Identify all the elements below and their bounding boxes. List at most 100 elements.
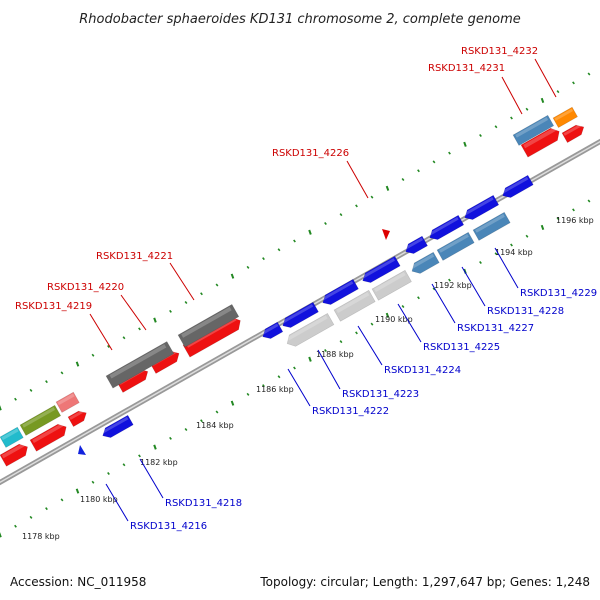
upper-tick-dot [540,97,545,103]
upper-tick-dot [370,195,374,199]
reverse-gene-sheen [362,258,395,279]
forward-gene-sheen [563,123,583,136]
lower-tick-dot [370,322,374,326]
upper-tick-dot [494,125,498,129]
forward-label-leader [169,262,195,301]
lower-tick-dot [448,278,451,282]
reverse-gene-label: RSKD131_4216 [130,521,207,532]
upper-tick-dot [510,116,513,120]
lower-tick-dot [479,261,482,265]
lower-tick-dot [153,444,157,450]
reverse-gene-steel-sheen [410,253,435,269]
forward-gene [67,410,87,427]
lower-tick-dot [14,524,17,528]
reverse-gene-sheen [322,281,354,301]
reverse-gene-steel [411,251,440,274]
reverse-label-leader [461,266,486,307]
forward-gene-orange-sheen [554,108,574,121]
lower-tick-dot [556,217,560,221]
lower-tick-dot [308,356,312,362]
forward-gene-orange [552,106,578,128]
tick-label-1182: 1182 kbp [140,458,178,467]
lower-tick-dot [262,384,265,388]
forward-gene-label: RSKD131_4226 [272,148,349,159]
reverse-gene-lightgrey-sheen [374,272,406,293]
forward-label-leader [534,58,557,98]
reverse-gene-sheen [429,217,459,236]
lower-tick-dot [122,463,126,467]
reverse-gene [429,214,465,240]
upper-tick-dot [138,327,141,331]
forward-gene-sheen [69,409,85,420]
forward-gene-grey [105,341,175,389]
lower-tick-dot [60,498,64,502]
reverse-gene [262,321,284,339]
upper-tick-dot [308,229,312,235]
reverse-label-leader [397,303,422,343]
forward-gene-sheen [1,442,26,459]
lower-tick-dot [572,208,575,212]
lower-tick-dot [75,488,80,494]
lower-tick-dot [510,243,513,247]
reverse-gene [405,235,428,254]
tick-label-1186: 1186 kbp [256,385,294,394]
gene-labels: RSKD131_4219RSKD131_4220RSKD131_4221RSKD… [15,46,597,532]
reverse-label-leader [139,458,164,499]
reverse-gene-label: RSKD131_4223 [342,389,419,400]
forward-gene-grey [177,304,240,348]
reverse-label-leader [105,483,129,522]
forward-label-leader [89,313,113,351]
forward-gene-steel [512,114,555,146]
upper-tick-dot [169,309,172,313]
lower-tick-dot [138,454,141,458]
upper-tick-dot [556,90,560,94]
reverse-gene [322,278,359,305]
lower-tick-dot [215,410,219,414]
reverse-label-leader [431,283,456,324]
reverse-gene-sheen [404,237,424,250]
forward-gene-grey-sheen [181,306,232,338]
tick-label-1178: 1178 kbp [22,532,60,541]
upper-tick-dot [417,169,420,173]
reverse-gene-steel [436,231,475,261]
upper-tick-dot [75,361,80,367]
upper-tick-dot [0,405,2,411]
reverse-gene [102,414,134,438]
forward-gene-label: RSKD131_4232 [461,46,538,57]
upper-tick-dot [91,353,95,357]
lower-tick-dot [587,199,591,203]
lower-tick-dot [0,532,2,538]
upper-tick-dot [448,151,451,155]
reverse-gene [362,255,401,283]
upper-tick-dot [107,344,110,348]
reverse-gene-label: RSKD131_4228 [487,306,564,317]
reverse-gene-lightgrey-sheen [336,292,370,313]
forward-gene [561,124,585,143]
upper-tick-dot [385,185,390,191]
lower-tick-dot [200,419,203,423]
lower-tick-dot [107,471,110,475]
reverse-gene-steel-sheen [439,234,469,253]
forward-gene-sheen [523,127,557,149]
upper-tick-dot [45,380,48,384]
tick-label-1188: 1188 kbp [316,350,354,359]
forward-label-leader [501,76,523,115]
forward-gene-pink-sheen [57,393,75,406]
upper-tick-dot [184,301,188,305]
forward-gene-steel-sheen [515,117,549,138]
upper-tick-dot [401,177,405,181]
forward-gene-olive-sheen [22,407,56,428]
lower-tick-dot [230,400,235,406]
upper-tick-dot [293,239,296,243]
upper-tick-dot [29,388,33,392]
forward-label-leader [346,160,369,199]
reverse-gene-lightgrey-sheen [286,315,328,341]
forward-gene [0,443,28,467]
lower-tick-dot [29,515,33,519]
lower-tick-dot [494,252,498,256]
tick-label-1184: 1184 kbp [196,421,234,430]
accession-text: Accession: NC_011958 [10,575,146,589]
forward-gene-olive [19,404,62,436]
